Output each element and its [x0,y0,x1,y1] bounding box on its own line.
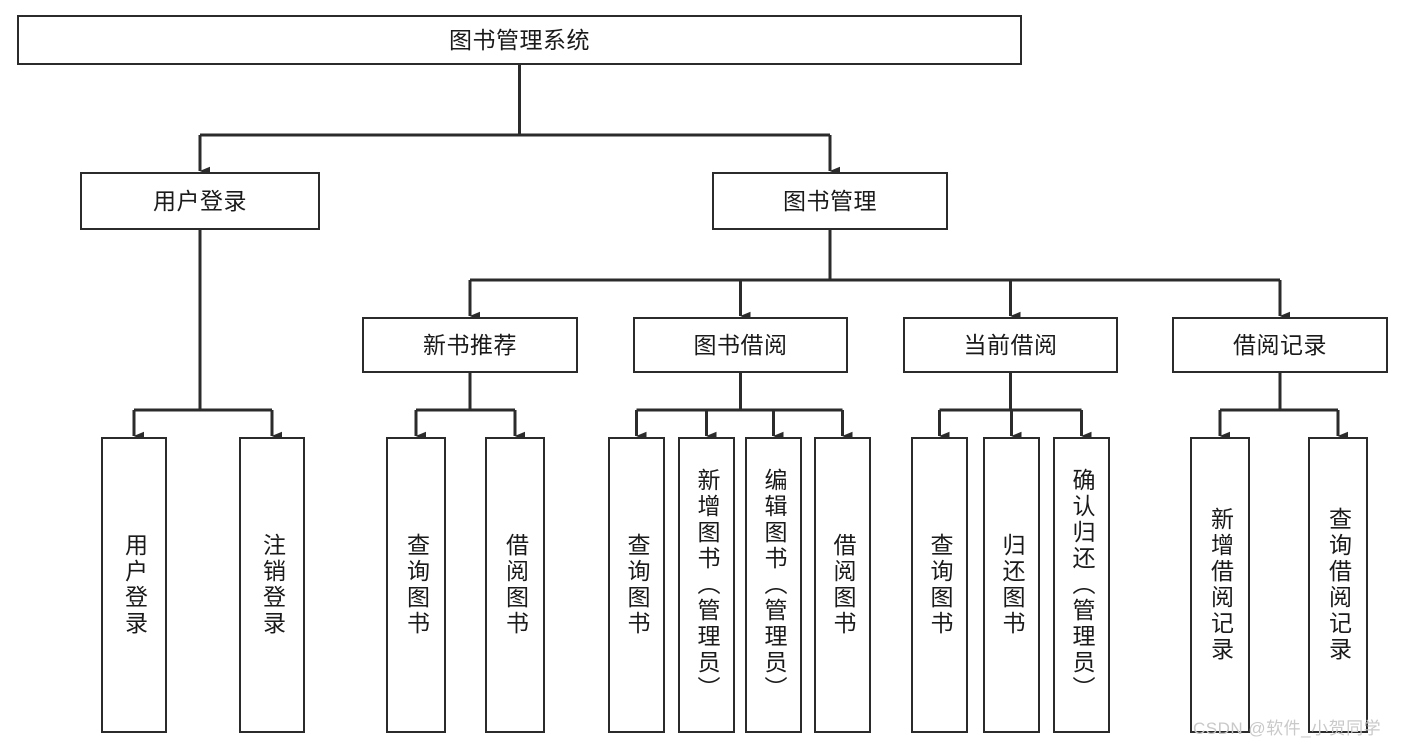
node-leaf-query3[interactable]: 查询图书 [911,437,968,733]
node-label: 查询借阅记录 [1325,507,1352,663]
node-label: 新增图书（管理员） [694,468,720,702]
node-leaf-add[interactable]: 新增图书（管理员） [678,437,735,733]
node-label: 借阅图书 [502,533,529,637]
node-leaf-addrec[interactable]: 新增借阅记录 [1190,437,1250,733]
node-leaf-edit[interactable]: 编辑图书（管理员） [745,437,802,733]
node-leaf-borrow2[interactable]: 借阅图书 [814,437,871,733]
node-label: 新增借阅记录 [1207,507,1234,663]
node-label: 借阅图书 [830,533,856,637]
node-records[interactable]: 借阅记录 [1172,317,1388,373]
node-leaf-queryrec[interactable]: 查询借阅记录 [1308,437,1368,733]
node-label: 查询图书 [403,533,430,637]
node-login[interactable]: 用户登录 [80,172,320,230]
node-label: 当前借阅 [963,331,1058,358]
node-bookmgmt[interactable]: 图书管理 [712,172,948,230]
node-leaf-query2[interactable]: 查询图书 [608,437,665,733]
node-leaf-logout[interactable]: 注销登录 [239,437,305,733]
node-leaf-borrow1[interactable]: 借阅图书 [485,437,545,733]
node-label: 确认归还（管理员） [1069,468,1095,702]
node-label: 借阅记录 [1233,331,1327,358]
node-label: 图书管理系统 [449,26,590,53]
node-label: 用户登录 [153,187,247,214]
node-label: 注销登录 [259,533,286,637]
node-current[interactable]: 当前借阅 [903,317,1118,373]
node-label: 图书借阅 [693,331,788,358]
node-label: 查询图书 [927,533,953,637]
node-label: 查询图书 [624,533,650,637]
node-leaf-confirm[interactable]: 确认归还（管理员） [1053,437,1110,733]
node-leaf-login[interactable]: 用户登录 [101,437,167,733]
node-label: 用户登录 [121,533,148,637]
node-label: 编辑图书（管理员） [761,468,787,702]
node-label: 图书管理 [783,187,877,214]
node-label: 归还图书 [999,533,1025,637]
node-label: 新书推荐 [423,331,517,358]
node-newbook[interactable]: 新书推荐 [362,317,578,373]
node-root[interactable]: 图书管理系统 [17,15,1022,65]
node-leaf-return[interactable]: 归还图书 [983,437,1040,733]
node-borrow[interactable]: 图书借阅 [633,317,848,373]
node-leaf-query1[interactable]: 查询图书 [386,437,446,733]
